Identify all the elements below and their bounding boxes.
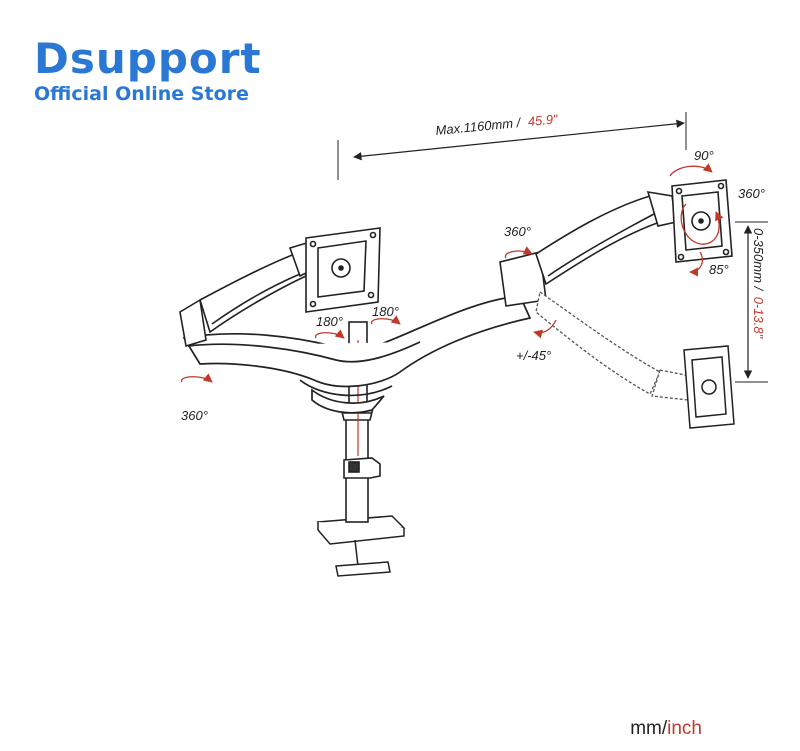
right-lowered-vesa-plate [683, 345, 735, 429]
brand-subtitle: Official Online Store [34, 83, 249, 105]
right-lowered-arm [535, 290, 691, 401]
angle-left-base-label: 360° [181, 408, 208, 423]
left-vesa-plate [305, 227, 381, 313]
units-separator: / [661, 718, 668, 739]
svg-text:Max.1160mm / 45.9": Max.1160mm / 45.9" [435, 111, 560, 138]
main-beam [182, 295, 532, 414]
units-secondary: inch [667, 718, 702, 739]
brand-name: Dsupport [34, 34, 262, 83]
brand-logo: Dsupport Official Online Store [34, 36, 262, 106]
angle-tilt-up-label: 90° [694, 148, 714, 163]
height-mm-label: 0-350mm / [751, 228, 766, 292]
angle-rotate-label: 360° [738, 186, 765, 201]
rotation-arrows [181, 163, 724, 383]
angle-arm-tilt-label: +/-45° [516, 348, 551, 363]
width-inch-label: 45.9" [527, 111, 560, 129]
svg-text:0-350mm / 0-13.8": 0-350mm / 0-13.8" [751, 228, 766, 340]
left-arm [179, 240, 317, 348]
angle-mid-swivel-label: 360° [504, 224, 531, 239]
angle-center-left-label: 180° [316, 314, 343, 329]
width-dimension: Max.1160mm / 45.9" [337, 111, 687, 180]
units-primary: mm [630, 718, 662, 739]
right-upper-arm [499, 191, 677, 307]
right-vesa-plate [671, 179, 733, 263]
height-inch-label: 0-13.8" [751, 297, 766, 340]
height-dimension: 0-350mm / 0-13.8" [735, 221, 768, 383]
desk-clamp [316, 515, 406, 577]
angle-center-right-label: 180° [372, 304, 399, 319]
angle-tilt-down-label: 85° [709, 262, 729, 277]
units-legend: mm/inch [630, 718, 702, 740]
width-mm-label: Max.1160mm / [435, 115, 522, 138]
